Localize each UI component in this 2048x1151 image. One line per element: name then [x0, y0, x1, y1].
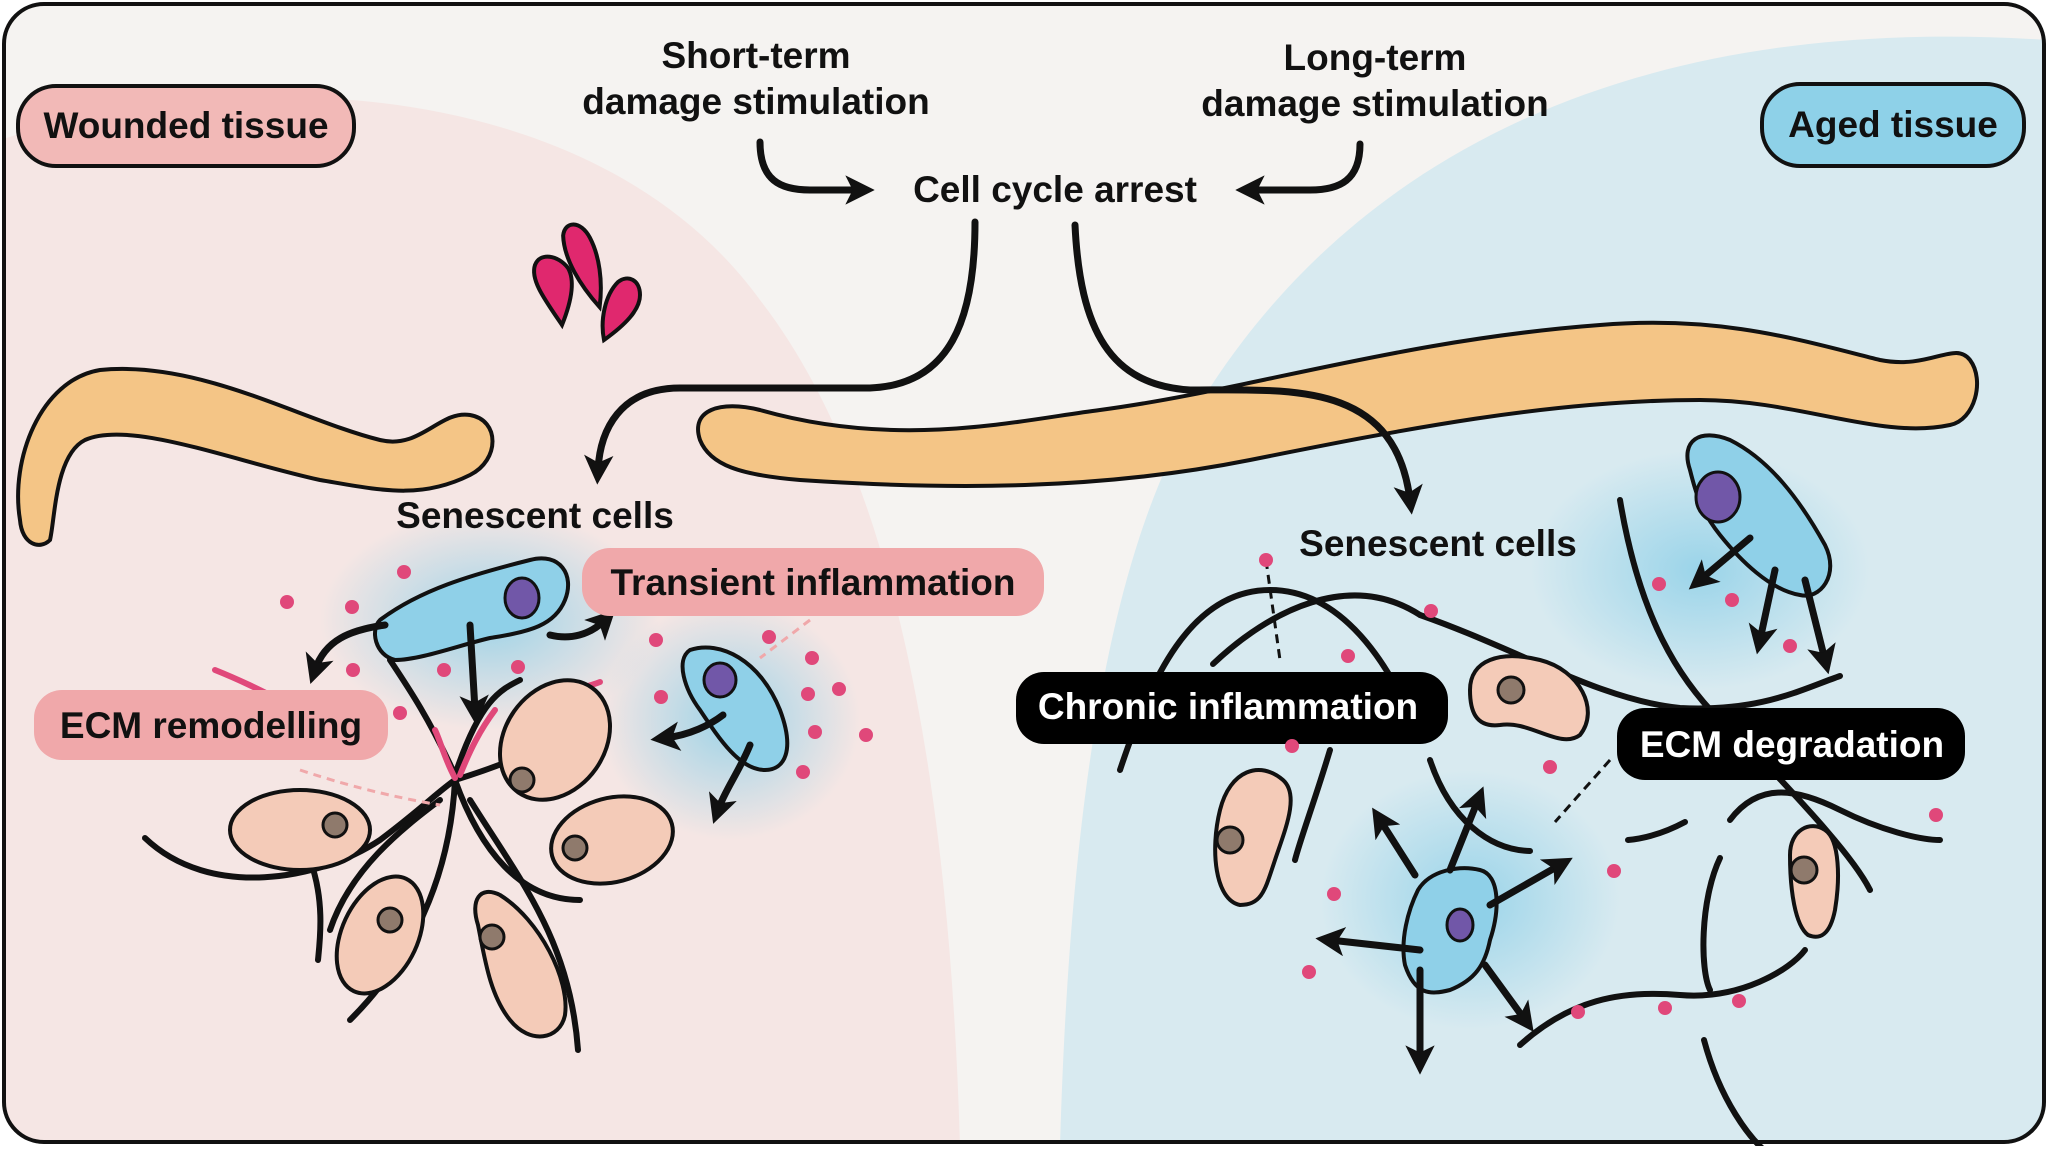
- remodelled-fiber: [432, 727, 458, 781]
- secretion-arrow-icon: [1481, 961, 1534, 1032]
- secretion-arrow-icon: [305, 621, 389, 684]
- secretion-arrow-icon: [546, 609, 616, 641]
- short-term-label-line1: Short-term: [661, 35, 850, 76]
- chronic-inflammation-label: Chronic inflammation: [1038, 686, 1418, 727]
- ecm-fiber: [467, 797, 581, 1053]
- transient-inflammation-label: Transient inflammation: [610, 562, 1015, 603]
- ecm-fiber: [1417, 612, 1843, 712]
- secretion-arrow-icon: [1801, 576, 1836, 675]
- arrow-to-right-senescent-icon: [1071, 221, 1423, 515]
- long-term-label-line2: damage stimulation: [1201, 83, 1548, 124]
- ecm-fiber: [307, 857, 324, 963]
- tissue-cell: [1787, 824, 1840, 939]
- secretion-arrow-icon: [708, 741, 754, 824]
- ecm-fiber: [1727, 789, 1943, 843]
- secretion-arrow-icon: [1748, 566, 1779, 655]
- blood-drop-icon: [600, 276, 643, 344]
- secretion-arrow-icon: [1372, 807, 1419, 879]
- left-senescent-cells-label: Senescent cells: [396, 495, 674, 536]
- sasp-dots-left: [280, 565, 873, 779]
- chronic-inflammation-tag: [1016, 672, 1448, 744]
- leader-line: [299, 768, 441, 807]
- ecm-fiber: [1427, 757, 1533, 854]
- ecm-remodelling-tag: [34, 690, 388, 760]
- ecm-fiber: [452, 777, 583, 903]
- senescent-cell: [373, 556, 571, 663]
- right-senescent-cells-label: Senescent cells: [1299, 523, 1577, 564]
- ecm-fiber: [1617, 497, 1723, 723]
- aged-tissue-title: Aged tissue: [1788, 104, 1998, 145]
- ecm-fiber: [1292, 747, 1333, 863]
- senescent-cell: [680, 645, 790, 773]
- wounded-tissue-badge: [16, 84, 356, 168]
- leader-line: [759, 618, 811, 660]
- secretion-arrow-icon: [1315, 927, 1424, 957]
- sasp-dot: [1259, 553, 1273, 567]
- ecm-degradation-tag: [1617, 708, 1965, 780]
- tissue-cell: [228, 788, 372, 872]
- ecm-fiber: [1210, 592, 1423, 667]
- secretion-arrow-icon: [1446, 786, 1487, 874]
- transient-inflammation-tag: [582, 548, 1044, 616]
- aged-tissue-badge: [1760, 82, 2026, 168]
- long-term-arrow-icon: [1235, 140, 1364, 205]
- ecm-fiber: [452, 677, 523, 778]
- secretion-arrow-icon: [1486, 857, 1573, 909]
- ecm-degradation-label: ECM degradation: [1640, 724, 1944, 765]
- secretion-arrow-icon: [1688, 534, 1754, 590]
- blood-drop-icon: [561, 222, 603, 312]
- remodelled-fiber: [457, 707, 498, 778]
- secretion-arrow-icon: [650, 711, 727, 751]
- blood-vessel-left: [16, 366, 495, 547]
- senescent-cell: [1685, 433, 1833, 598]
- secretion-arrow-icon: [459, 621, 489, 725]
- short-term-arrow-icon: [756, 138, 875, 205]
- long-term-label-line1: Long-term: [1284, 37, 1467, 78]
- leader-line: [1264, 559, 1282, 661]
- tissue-cell: [334, 874, 426, 996]
- short-term-label-line2: damage stimulation: [582, 81, 929, 122]
- cell-cycle-arrest-label: Cell cycle arrest: [913, 169, 1197, 210]
- tissue-cell: [1213, 768, 1293, 908]
- tissue-cell: [473, 889, 568, 1039]
- ecm-fiber: [327, 797, 443, 933]
- ecm-fiber: [1517, 947, 1808, 1048]
- senescent-cell: [1401, 866, 1499, 995]
- tissue-cell: [497, 678, 613, 802]
- tissue-cell: [1467, 654, 1590, 742]
- tissue-cell: [549, 794, 675, 886]
- arrow-to-left-senescent-icon: [584, 218, 979, 485]
- sasp-dots-right: [1285, 577, 1943, 1019]
- ecm-fiber: [1700, 855, 1723, 993]
- wounded-tissue-title: Wounded tissue: [43, 105, 328, 146]
- ecm-remodelling-label: ECM remodelling: [60, 705, 362, 746]
- ecm-fiber: [1625, 819, 1688, 843]
- blood-drop-icon: [532, 254, 574, 330]
